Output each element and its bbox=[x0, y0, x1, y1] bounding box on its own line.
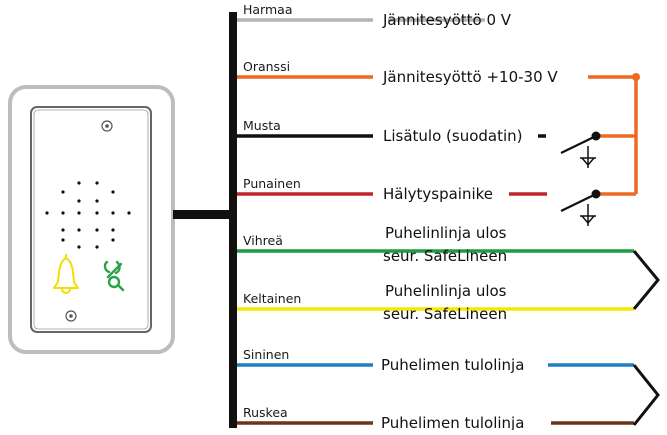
wire-color-label: Vihreä bbox=[243, 233, 283, 248]
top-screw-icon bbox=[101, 120, 113, 132]
switch-1 bbox=[560, 131, 601, 168]
speaker-hole-15 bbox=[111, 228, 115, 232]
speaker-hole-12 bbox=[61, 228, 65, 232]
blue-brown-joiner bbox=[632, 364, 660, 426]
wire-color-label: Punainen bbox=[243, 176, 301, 191]
green-yellow-joiner bbox=[632, 250, 660, 310]
wire-function-label-line2: seur. SafeLineen bbox=[383, 247, 507, 265]
wire-color-label: Oranssi bbox=[243, 59, 290, 74]
speaker-hole-16 bbox=[77, 245, 81, 249]
wire-color-label: Keltainen bbox=[243, 291, 301, 306]
speaker-hole-1 bbox=[95, 181, 99, 185]
wire-function-label: Puhelimen tulolinja bbox=[381, 414, 524, 430]
device-faceplate-inner bbox=[33, 109, 149, 330]
wire-function-label: Jännitesyöttö 0 V bbox=[382, 11, 512, 29]
wire-function-label: Puhelinlinja ulos bbox=[385, 282, 507, 300]
speaker-hole-14 bbox=[95, 228, 99, 232]
vertical-bus bbox=[229, 12, 237, 428]
bell-icon bbox=[53, 254, 79, 294]
speaker-hole-8 bbox=[77, 211, 81, 215]
wire-color-label: Ruskea bbox=[243, 405, 288, 420]
wire-function-label-line2: seur. SafeLineen bbox=[383, 305, 507, 323]
orange-junction-dot bbox=[632, 73, 640, 81]
speaker-hole-11 bbox=[127, 211, 131, 215]
bottom-screw-icon bbox=[65, 310, 77, 322]
cable-stub bbox=[173, 210, 233, 219]
wire-color-label: Harmaa bbox=[243, 2, 292, 17]
speaker-hole-19 bbox=[111, 238, 115, 242]
phone-icon bbox=[103, 260, 125, 292]
speaker-hole-6 bbox=[45, 211, 49, 215]
wire-5: Keltainen Puhelinlinja ulos seur. SafeLine… bbox=[237, 282, 634, 323]
wire-color-label: Sininen bbox=[243, 347, 289, 362]
speaker-hole-3 bbox=[111, 190, 115, 194]
connection-extras bbox=[560, 73, 660, 426]
speaker-hole-17 bbox=[95, 245, 99, 249]
wire-function-label: Hälytyspainike bbox=[383, 185, 493, 203]
speaker-hole-13 bbox=[77, 228, 81, 232]
wire-4: Vihreä Puhelinlinja ulos seur. SafeLineen bbox=[237, 224, 634, 265]
speaker-hole-10 bbox=[111, 211, 115, 215]
switch-2 bbox=[560, 189, 601, 226]
speaker-hole-2 bbox=[61, 190, 65, 194]
speaker-hole-0 bbox=[77, 181, 81, 185]
wire-function-label: Puhelimen tulolinja bbox=[381, 356, 524, 374]
speaker-hole-9 bbox=[95, 211, 99, 215]
speaker-hole-18 bbox=[61, 238, 65, 242]
wire-function-label: Lisätulo (suodatin) bbox=[383, 127, 523, 145]
wire-color-label: Musta bbox=[243, 118, 281, 133]
speaker-grille bbox=[45, 181, 131, 249]
speaker-hole-7 bbox=[61, 211, 65, 215]
wire-function-label: Jännitesyöttö +10-30 V bbox=[382, 68, 558, 86]
speaker-hole-5 bbox=[95, 199, 99, 203]
wire-function-label: Puhelinlinja ulos bbox=[385, 224, 507, 242]
intercom-device bbox=[8, 85, 175, 354]
speaker-hole-4 bbox=[77, 199, 81, 203]
device-faceplate bbox=[30, 106, 152, 333]
